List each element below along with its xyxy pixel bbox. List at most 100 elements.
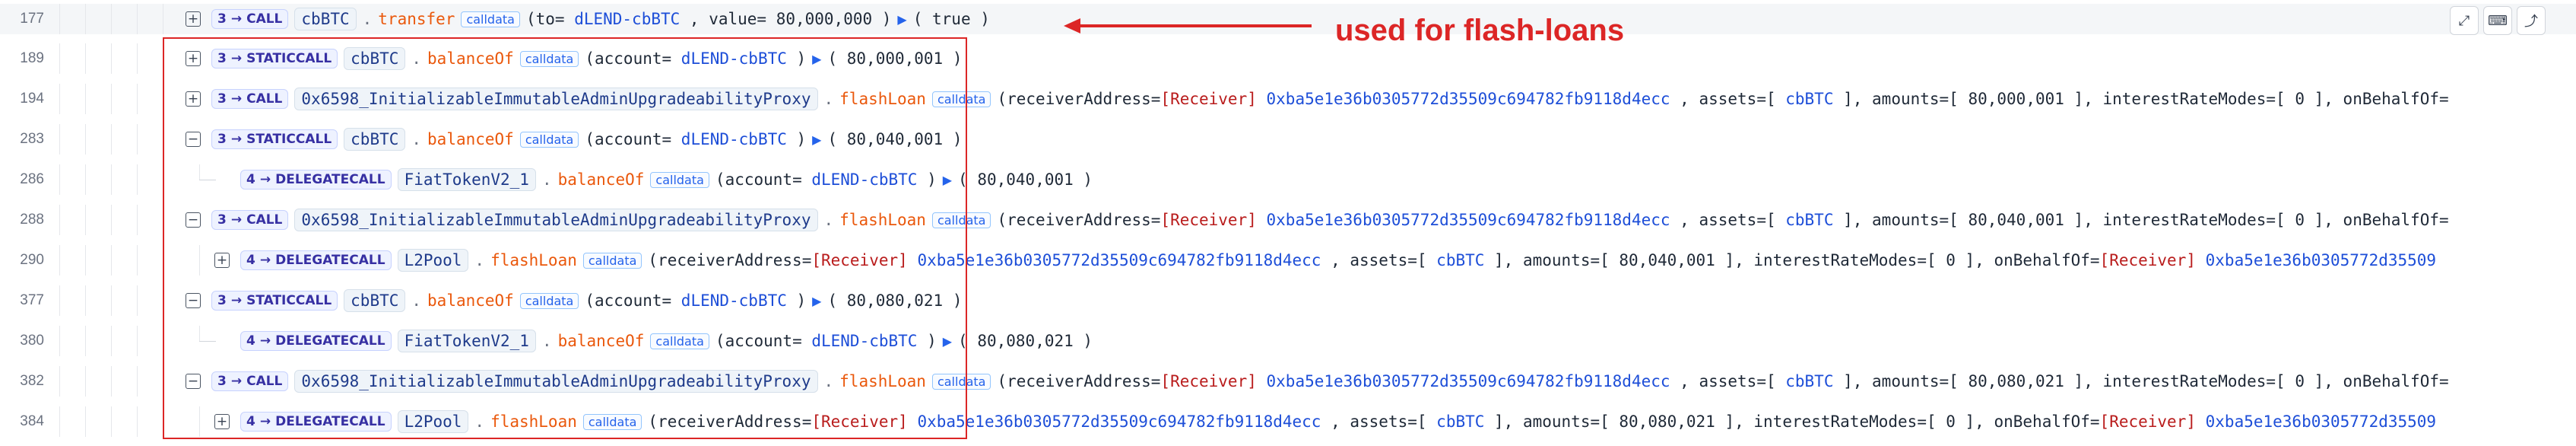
call-arguments: (account= dLEND-cbBTC ) xyxy=(715,332,937,350)
contract-name[interactable]: FiatTokenV2_1 xyxy=(397,168,536,191)
calldata-button[interactable]: calldata xyxy=(582,413,642,430)
expand-toggle-icon[interactable]: + xyxy=(186,51,201,66)
contract-name[interactable]: cbBTC xyxy=(344,128,406,151)
line-number: 382 xyxy=(20,373,44,389)
contract-name[interactable]: L2Pool xyxy=(397,249,469,272)
expand-icon[interactable]: ⤢ xyxy=(2450,6,2479,35)
collapse-toggle-icon[interactable]: − xyxy=(186,374,201,389)
tree-guide xyxy=(137,326,138,356)
calldata-button[interactable]: calldata xyxy=(519,50,579,67)
line-number: 194 xyxy=(20,91,44,107)
tree-guide xyxy=(111,285,112,316)
expand-toggle-icon[interactable]: + xyxy=(186,91,201,107)
calldata-button[interactable]: calldata xyxy=(582,252,642,269)
tree-guide xyxy=(59,285,60,316)
trace-row[interactable]: 189 + 3→STATICCALL cbBTC . balanceOf cal… xyxy=(0,43,2576,74)
tree-guide xyxy=(111,164,112,195)
calldata-button[interactable]: calldata xyxy=(519,292,579,309)
expand-toggle-icon[interactable]: + xyxy=(214,253,230,268)
trace-row[interactable]: 384 + 4→DELEGATECALL L2Pool . flashLoan … xyxy=(0,406,2576,437)
call-type: STATICCALL xyxy=(246,293,332,308)
function-name[interactable]: balanceOf xyxy=(557,170,645,189)
terminal-icon[interactable]: ⌨ xyxy=(2483,6,2512,35)
contract-name[interactable]: FiatTokenV2_1 xyxy=(397,330,536,352)
expand-toggle-icon[interactable]: + xyxy=(186,11,201,27)
function-name[interactable]: flashLoan xyxy=(839,211,926,229)
contract-name[interactable]: L2Pool xyxy=(397,410,469,433)
tree-guide xyxy=(111,366,112,397)
call-depth: 4 xyxy=(246,333,255,349)
return-value: ( 80,040,001 ) xyxy=(827,130,963,148)
calldata-button[interactable]: calldata xyxy=(461,11,520,27)
expand-toggle-icon[interactable]: + xyxy=(214,414,230,429)
call-type-badge: 3→CALL xyxy=(211,371,289,391)
arrow-right-icon: → xyxy=(230,212,243,228)
calldata-button[interactable]: calldata xyxy=(650,333,709,349)
calldata-button[interactable]: calldata xyxy=(931,212,991,228)
call-type: CALL xyxy=(246,11,283,27)
trace-row[interactable]: 288 − 3→CALL 0x6598_InitializableImmutab… xyxy=(0,205,2576,235)
return-arrow-icon: ▶ xyxy=(942,172,953,187)
trace-row[interactable]: 177 + 3→CALL cbBTC . transfer calldata (… xyxy=(0,4,2576,34)
separator-dot: . xyxy=(823,211,834,229)
call-depth: 3 xyxy=(217,51,227,66)
call-arguments: (account= dLEND-cbBTC ) xyxy=(585,49,807,68)
trace-row[interactable]: 194 + 3→CALL 0x6598_InitializableImmutab… xyxy=(0,84,2576,114)
collapse-toggle-icon[interactable]: − xyxy=(186,293,201,308)
contract-name[interactable]: 0x6598_InitializableImmutableAdminUpgrad… xyxy=(294,370,818,393)
tree-guide xyxy=(137,164,138,195)
call-depth: 4 xyxy=(246,253,255,268)
tree-guide xyxy=(85,43,86,74)
function-name[interactable]: flashLoan xyxy=(490,251,577,269)
collapse-toggle-icon[interactable]: − xyxy=(186,132,201,147)
function-name[interactable]: transfer xyxy=(378,10,455,28)
highlight-box xyxy=(163,37,967,439)
call-arguments: (to= dLEND-cbBTC , value= 80,000,000 ) xyxy=(525,10,892,28)
contract-name[interactable]: 0x6598_InitializableImmutableAdminUpgrad… xyxy=(294,209,818,231)
tree-guide xyxy=(199,406,200,437)
calldata-button[interactable]: calldata xyxy=(931,91,991,107)
call-type: CALL xyxy=(246,374,283,389)
tree-guide xyxy=(85,285,86,316)
tree-guide xyxy=(85,245,86,276)
function-name[interactable]: flashLoan xyxy=(490,413,577,431)
tree-guide xyxy=(199,164,200,180)
tree-guide xyxy=(137,406,138,437)
trace-row[interactable]: 377 − 3→STATICCALL cbBTC . balanceOf cal… xyxy=(0,285,2576,316)
line-number: 286 xyxy=(20,171,44,187)
tree-guide xyxy=(137,124,138,155)
separator-dot: . xyxy=(823,90,834,108)
contract-name[interactable]: cbBTC xyxy=(294,8,357,30)
tree-guide xyxy=(111,326,112,356)
trace-row[interactable]: 382 − 3→CALL 0x6598_InitializableImmutab… xyxy=(0,366,2576,397)
tree-guide xyxy=(85,406,86,437)
share-icon[interactable]: ⤴ xyxy=(2517,6,2546,35)
contract-name[interactable]: 0x6598_InitializableImmutableAdminUpgrad… xyxy=(294,88,818,110)
trace-row[interactable]: 380 4→DELEGATECALL FiatTokenV2_1 . balan… xyxy=(0,326,2576,356)
call-type-badge: 3→CALL xyxy=(211,9,289,29)
calldata-button[interactable]: calldata xyxy=(519,131,579,148)
calldata-button[interactable]: calldata xyxy=(650,171,709,188)
return-arrow-icon: ▶ xyxy=(812,293,822,308)
function-name[interactable]: balanceOf xyxy=(427,130,514,148)
contract-name[interactable]: cbBTC xyxy=(344,289,406,312)
tree-guide xyxy=(111,43,112,74)
collapse-toggle-icon[interactable]: − xyxy=(186,212,201,228)
calldata-button[interactable]: calldata xyxy=(931,373,991,390)
arrow-right-icon: → xyxy=(230,91,243,107)
trace-row[interactable]: 283 − 3→STATICCALL cbBTC . balanceOf cal… xyxy=(0,124,2576,155)
tree-guide xyxy=(137,4,138,34)
tree-guide xyxy=(85,84,86,114)
call-type: DELEGATECALL xyxy=(275,333,385,349)
function-name[interactable]: balanceOf xyxy=(427,49,514,68)
trace-row[interactable]: 286 4→DELEGATECALL FiatTokenV2_1 . balan… xyxy=(0,164,2576,195)
function-name[interactable]: flashLoan xyxy=(839,90,926,108)
separator-dot: . xyxy=(362,10,373,28)
function-name[interactable]: balanceOf xyxy=(557,332,645,350)
function-name[interactable]: flashLoan xyxy=(839,372,926,390)
function-name[interactable]: balanceOf xyxy=(427,291,514,310)
annotation-label: used for flash-loans xyxy=(1335,14,1625,47)
contract-name[interactable]: cbBTC xyxy=(344,47,406,70)
line-number: 283 xyxy=(20,131,44,147)
trace-row[interactable]: 290 + 4→DELEGATECALL L2Pool . flashLoan … xyxy=(0,245,2576,276)
